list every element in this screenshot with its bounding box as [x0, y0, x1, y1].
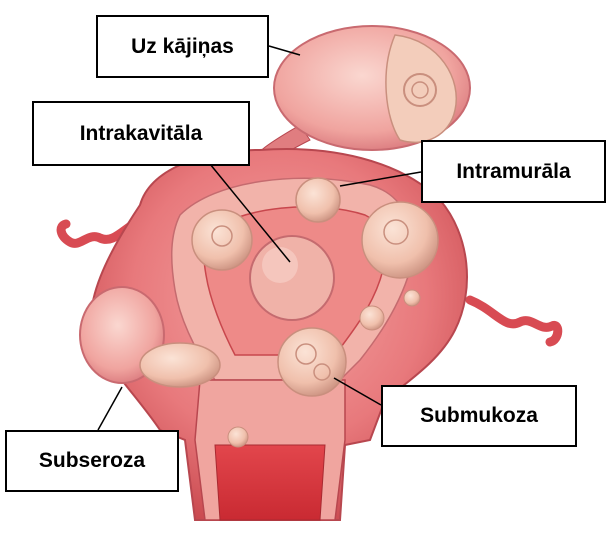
intramural-fibroid-small [360, 306, 384, 330]
right-fallopian-tube [470, 300, 558, 342]
label-pedunculated: Uz kājiņas [96, 15, 269, 78]
intramural-fibroid-right [362, 202, 438, 278]
label-intracavitary: Intrakavitāla [32, 101, 250, 166]
intramural-fibroid-left [192, 210, 252, 270]
label-intramural: Intramurāla [421, 140, 606, 203]
cervical-fibroid [228, 427, 248, 447]
leader-subserosal [98, 387, 122, 430]
label-submucosal: Submukoza [381, 385, 577, 447]
subserosal-fibroid-cut [140, 343, 220, 387]
cervical-canal [215, 445, 325, 520]
intramural-fibroid-tiny [404, 290, 420, 306]
intramural-fibroid-upper [296, 178, 340, 222]
intracavitary-fibroid-highlight [262, 247, 298, 283]
label-subserosal: Subseroza [5, 430, 179, 492]
